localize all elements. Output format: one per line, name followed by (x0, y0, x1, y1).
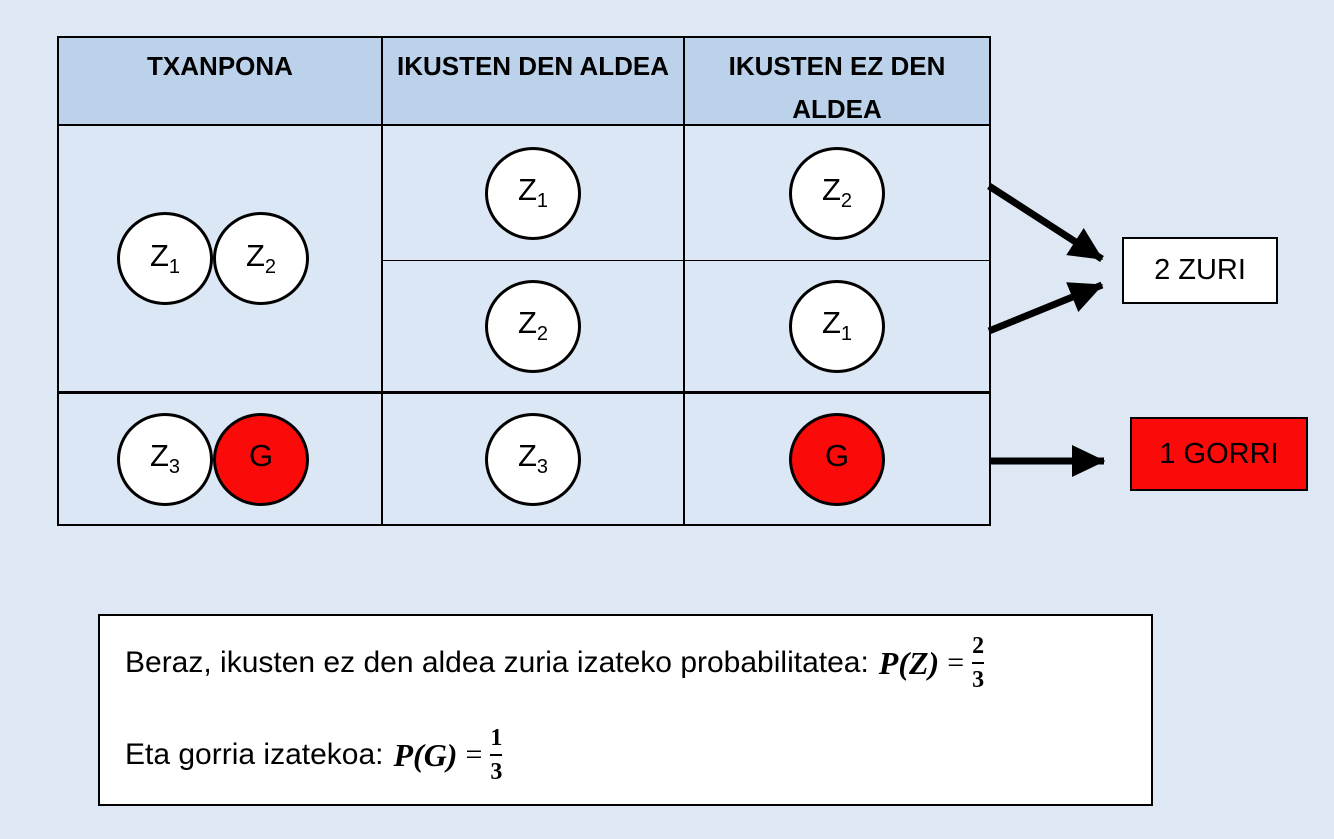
probability-white-text: Beraz, ikusten ez den aldea zuria izatek… (125, 646, 869, 679)
cell-visible-z2: Z2 (383, 261, 685, 394)
fraction-two-thirds: 2 3 (972, 633, 985, 692)
equals-sign: = (947, 646, 965, 679)
coin-side-z2: Z2 (485, 279, 581, 373)
coin-side-z3: Z3 (485, 412, 581, 506)
coin-label: Z1 (517, 172, 549, 213)
formula-p-g: P(G) (393, 736, 458, 773)
arrow-top-to-zuri (987, 183, 1104, 262)
formula-p-z: P(Z) (878, 644, 940, 681)
coin-label: Z2 (517, 305, 549, 346)
fraction-numerator: 2 (972, 633, 985, 659)
cell-hidden-g: G (685, 394, 989, 524)
coin-side-z1: Z1 (117, 212, 213, 305)
coin-label: Z3 (149, 438, 181, 479)
result-label: 2 ZURI (1154, 254, 1246, 286)
coin-side-z2: Z2 (213, 212, 309, 305)
arrow-bottom-to-zuri (987, 281, 1104, 335)
header-ikusten-ez-den-aldea: IKUSTEN EZ DEN ALDEA (685, 38, 989, 126)
coin-label: Z1 (821, 305, 853, 346)
probability-red-line: Eta gorria izatekoa: P(G) = 1 3 (125, 716, 503, 794)
coin-side-g: G (789, 412, 885, 506)
cell-coin-white: Z1 Z2 (59, 126, 383, 394)
header-label: TXANPONA (147, 51, 293, 81)
coin-label: G (248, 438, 274, 474)
fraction-denominator: 3 (972, 662, 985, 692)
coin-side-z1: Z1 (789, 279, 885, 373)
header-label: IKUSTEN DEN ALDEA (396, 51, 670, 81)
result-label: 1 GORRI (1159, 437, 1279, 470)
coin-side-z3: Z3 (117, 412, 213, 506)
conclusion-box: Beraz, ikusten ez den aldea zuria izatek… (98, 614, 1153, 806)
header-label: IKUSTEN EZ DEN ALDEA (728, 51, 946, 124)
coin-label: Z2 (821, 172, 853, 213)
equals-sign: = (465, 738, 483, 771)
coin-side-z1: Z1 (485, 146, 581, 240)
coin-label: G (824, 438, 850, 474)
coin-side-g: G (213, 412, 309, 506)
cell-hidden-z1: Z1 (685, 261, 989, 394)
fraction-numerator: 1 (490, 725, 503, 751)
coin-side-z2: Z2 (789, 146, 885, 240)
probability-table: TXANPONA IKUSTEN DEN ALDEA IKUSTEN EZ DE… (57, 36, 991, 526)
probability-white-line: Beraz, ikusten ez den aldea zuria izatek… (125, 624, 985, 702)
result-box-2-zuri: 2 ZURI (1122, 237, 1278, 304)
cell-coin-white-red: Z3 G (59, 394, 383, 524)
probability-red-text: Eta gorria izatekoa: (125, 738, 384, 771)
result-box-1-gorri: 1 GORRI (1130, 417, 1308, 491)
fraction-denominator: 3 (490, 754, 503, 784)
cell-visible-z1: Z1 (383, 126, 685, 261)
coin-label: Z3 (517, 438, 549, 479)
cell-visible-z3: Z3 (383, 394, 685, 524)
coin-label: Z1 (149, 237, 181, 279)
header-ikusten-den-aldea: IKUSTEN DEN ALDEA (383, 38, 685, 126)
coin-label: Z2 (245, 237, 277, 279)
cell-hidden-z2: Z2 (685, 126, 989, 261)
fraction-one-third: 1 3 (490, 725, 503, 784)
header-txanpona: TXANPONA (59, 38, 383, 126)
